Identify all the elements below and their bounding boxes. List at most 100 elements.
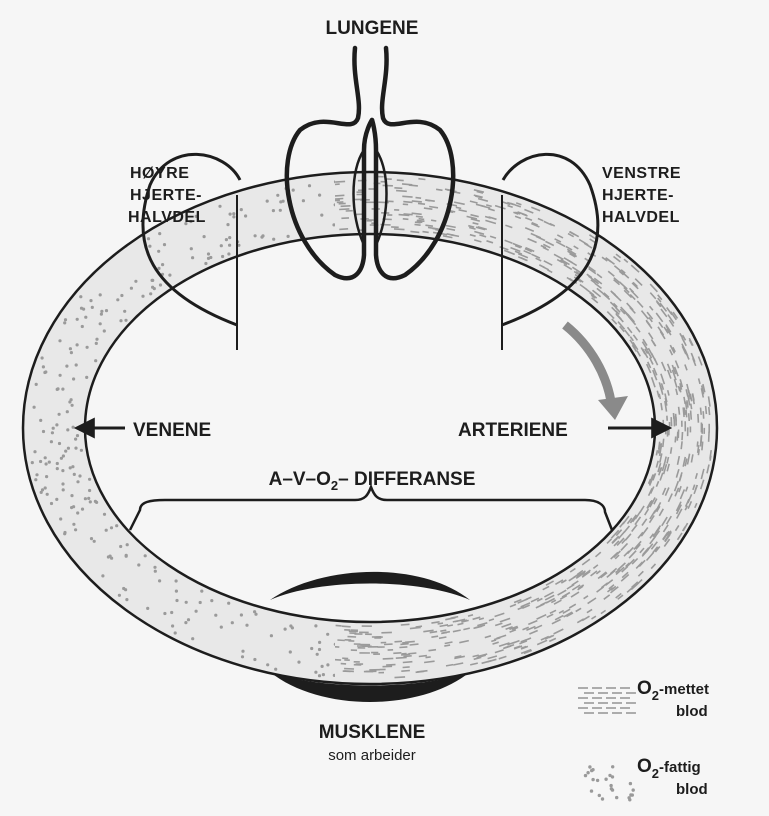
o2-poor-dot	[81, 508, 84, 511]
o2-poor-dot	[39, 419, 42, 422]
o2-rich-dash	[416, 216, 423, 217]
o2-poor-dot	[66, 410, 69, 413]
legend-dot	[601, 797, 604, 800]
o2-rich-dash	[419, 656, 427, 657]
o2-poor-dot	[321, 665, 324, 668]
o2-rich-dash	[336, 625, 342, 626]
o2-poor-dot	[42, 430, 45, 433]
o2-poor-dot	[154, 570, 157, 573]
o2-poor-dot	[318, 648, 321, 651]
o2-rich-dash	[395, 641, 403, 642]
o2-poor-dot	[158, 579, 161, 582]
o2-rich-dash	[393, 653, 401, 654]
o2-poor-dot	[35, 383, 38, 386]
o2-poor-dot	[119, 545, 122, 548]
o2-poor-dot	[326, 663, 329, 666]
o2-poor-dot	[279, 209, 282, 212]
o2-rich-dash	[661, 403, 662, 410]
legend-dot	[611, 765, 614, 768]
o2-rich-dash	[456, 207, 461, 208]
o2-poor-dot	[124, 588, 127, 591]
left-heart-label-line1: VENSTRE	[602, 165, 681, 182]
right-heart-label-line1: HØYRE	[130, 165, 189, 182]
o2-rich-dash	[671, 447, 672, 454]
o2-poor-dot	[125, 598, 128, 601]
o2-poor-dot	[185, 601, 188, 604]
o2-poor-dot	[55, 423, 58, 426]
o2-poor-dot	[76, 480, 79, 483]
o2-poor-dot	[226, 223, 229, 226]
o2-rich-dash	[412, 213, 422, 214]
o2-rich-dash	[416, 198, 422, 199]
o2-poor-dot	[161, 263, 164, 266]
o2-poor-dot	[241, 655, 244, 658]
legend: O2-mettet blod O2-fattig blod	[578, 678, 709, 802]
av-difference-brace	[130, 487, 612, 530]
o2-poor-dot	[184, 621, 187, 624]
o2-poor-dot	[302, 199, 305, 202]
legend-dot	[591, 768, 594, 771]
o2-poor-dot	[61, 388, 64, 391]
legend-dot	[604, 778, 607, 781]
o2-poor-dot	[80, 449, 83, 452]
o2-poor-dot	[118, 594, 121, 597]
o2-poor-dot	[149, 292, 152, 295]
o2-poor-dot	[52, 427, 55, 430]
o2-poor-dot	[63, 532, 66, 535]
o2-poor-dot	[254, 234, 257, 237]
o2-rich-dash	[663, 439, 664, 447]
o2-poor-dot	[137, 563, 140, 566]
o2-poor-dot	[148, 245, 151, 248]
o2-rich-dash	[424, 208, 433, 209]
o2-poor-dot	[159, 283, 162, 286]
o2-poor-dot	[31, 461, 34, 464]
o2-poor-dot	[76, 343, 79, 346]
o2-poor-dot	[43, 371, 46, 374]
o2-poor-dot	[326, 633, 329, 636]
o2-poor-dot	[59, 374, 62, 377]
o2-poor-dot	[195, 610, 198, 613]
flow-direction-arrow	[565, 325, 612, 408]
o2-rich-dash	[698, 449, 699, 455]
legend-o2-depleted-label-line2: blod	[676, 781, 708, 798]
legend-o2-saturated-swatch	[578, 688, 636, 713]
o2-poor-dot	[81, 325, 84, 328]
o2-rich-dash	[396, 657, 407, 658]
o2-poor-dot	[289, 650, 292, 653]
o2-poor-dot	[70, 398, 73, 401]
o2-poor-dot	[158, 232, 161, 235]
o2-poor-dot	[93, 540, 96, 543]
o2-poor-dot	[168, 274, 171, 277]
o2-poor-dot	[153, 566, 156, 569]
o2-rich-dash	[682, 432, 683, 440]
o2-rich-dash	[431, 220, 436, 221]
o2-poor-dot	[125, 554, 128, 557]
o2-rich-dash	[401, 671, 410, 672]
o2-rich-dash	[386, 665, 395, 666]
o2-poor-dot	[171, 624, 174, 627]
o2-poor-dot	[115, 524, 118, 527]
o2-poor-dot	[240, 613, 243, 616]
o2-poor-dot	[266, 663, 269, 666]
o2-poor-dot	[266, 200, 269, 203]
o2-poor-dot	[151, 286, 154, 289]
o2-rich-dash	[686, 410, 687, 418]
o2-poor-dot	[89, 299, 92, 302]
o2-poor-dot	[91, 306, 94, 309]
o2-poor-dot	[279, 200, 282, 203]
o2-rich-dash	[396, 191, 407, 192]
o2-poor-dot	[120, 294, 123, 297]
o2-poor-dot	[88, 478, 91, 481]
o2-rich-dash	[701, 435, 702, 443]
o2-poor-dot	[66, 428, 69, 431]
o2-poor-dot	[34, 478, 37, 481]
o2-poor-dot	[214, 614, 217, 617]
o2-poor-dot	[42, 365, 45, 368]
o2-poor-dot	[94, 500, 97, 503]
o2-rich-dash	[412, 201, 422, 202]
o2-poor-dot	[79, 295, 82, 298]
o2-rich-dash	[709, 432, 710, 442]
o2-poor-dot	[63, 321, 66, 324]
o2-poor-dot	[199, 601, 202, 604]
